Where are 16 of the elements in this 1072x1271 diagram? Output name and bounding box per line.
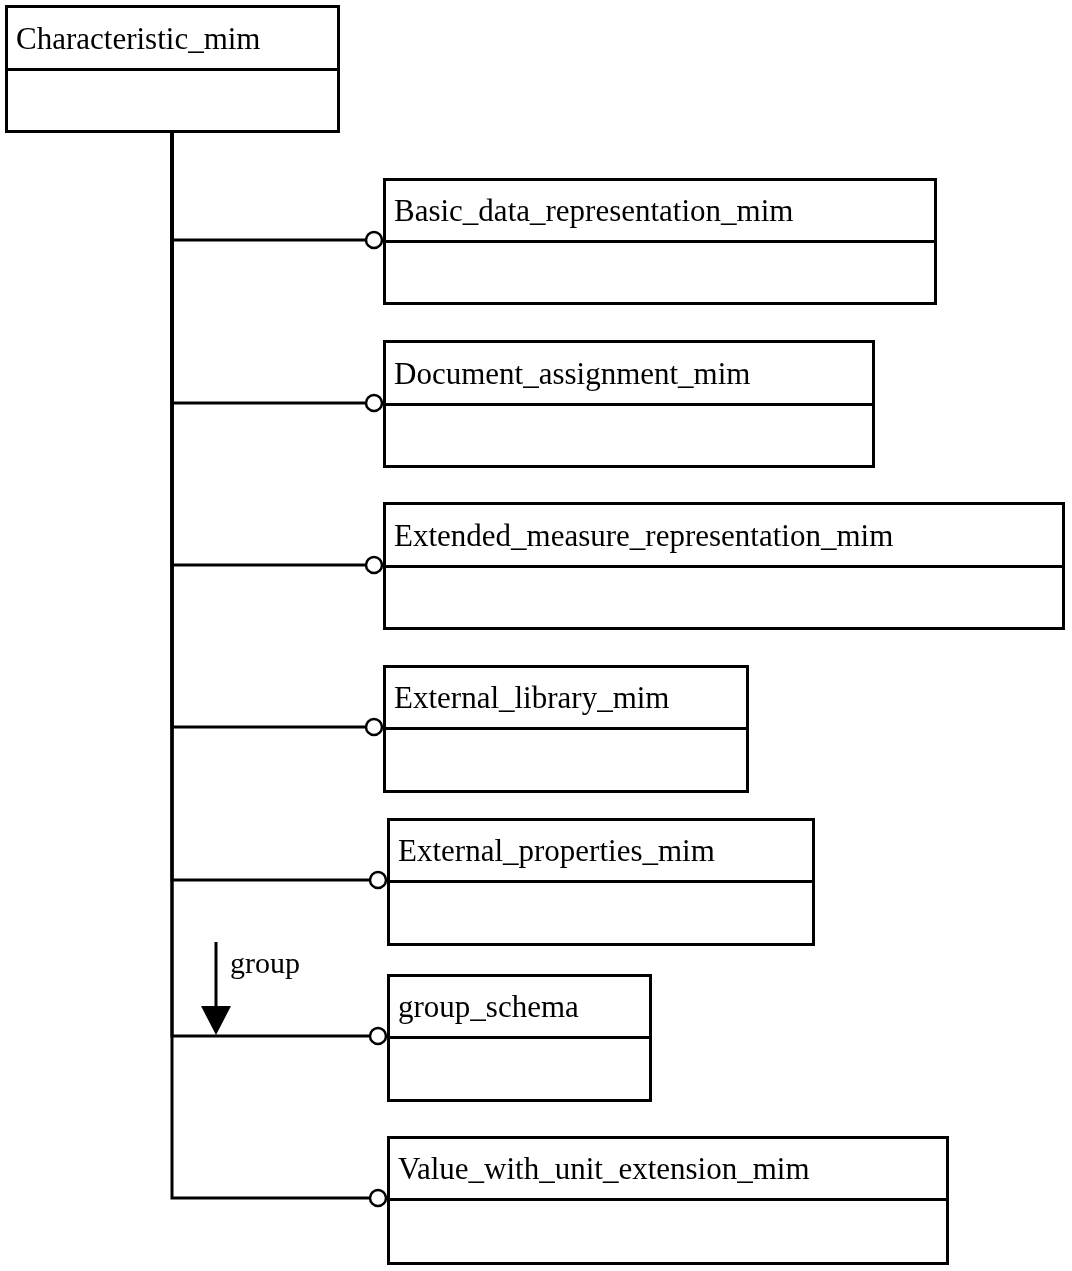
entity-box — [383, 502, 1065, 630]
entity-name: Extended_measure_representation_mim — [394, 519, 894, 551]
entity-name: group_schema — [398, 991, 579, 1022]
entity-box — [383, 178, 937, 305]
entity-box — [387, 818, 815, 946]
entity-box — [387, 974, 652, 1102]
entity-name: Value_with_unit_extension_mim — [398, 1153, 810, 1184]
entity-name: Document_assignment_mim — [394, 357, 751, 389]
entity-box — [383, 340, 875, 468]
entity-box — [5, 5, 340, 133]
entity-name: External_properties_mim — [398, 835, 715, 866]
entity-box — [383, 665, 749, 793]
entity-box — [387, 1136, 949, 1265]
entity-name: External_library_mim — [394, 682, 670, 713]
entity-name: Characteristic_mim — [16, 22, 261, 54]
entity-name: Basic_data_representation_mim — [394, 195, 794, 226]
